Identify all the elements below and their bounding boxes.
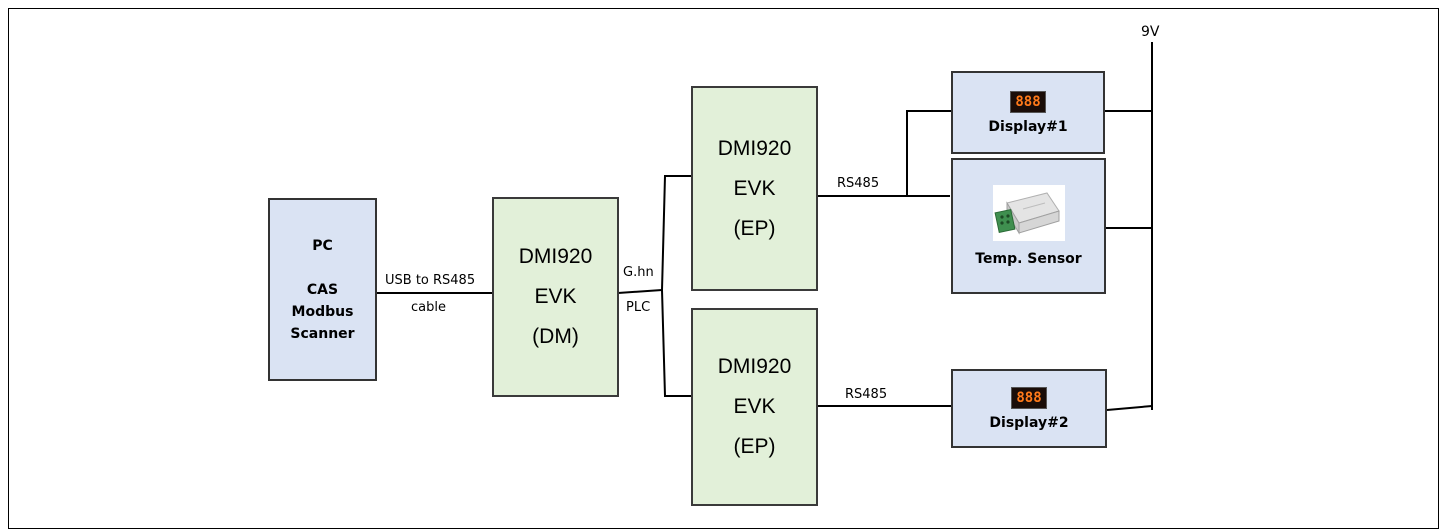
wire-plc-ep-top bbox=[661, 175, 692, 291]
pc-line-scanner: Scanner bbox=[290, 325, 355, 342]
seven-segment-display-icon: 888 bbox=[1011, 386, 1047, 409]
ep-top-role: (EP) bbox=[733, 216, 776, 240]
wire-9v-display2 bbox=[1106, 405, 1153, 411]
ep-bottom-evk-box: DMI920 EVK (EP) bbox=[691, 308, 818, 506]
plc-label-line2: PLC bbox=[626, 300, 651, 315]
display2-digits: 888 bbox=[1016, 389, 1042, 406]
rs485-bottom-label: RS485 bbox=[845, 387, 888, 402]
display2-label: Display#2 bbox=[989, 414, 1069, 431]
dm-role: (DM) bbox=[532, 325, 579, 348]
pc-line-cas: CAS bbox=[306, 281, 339, 298]
display1-label: Display#1 bbox=[988, 118, 1068, 135]
supply-label: 9V bbox=[1141, 24, 1160, 40]
pc-title: PC bbox=[312, 237, 333, 254]
temp-sensor-module-icon bbox=[992, 185, 1065, 241]
pc-line-modbus: Modbus bbox=[291, 303, 354, 320]
cable-label-line1: USB to RS485 bbox=[385, 273, 476, 288]
ep-top-evk: EVK bbox=[733, 176, 776, 200]
ep-bottom-role: (EP) bbox=[733, 435, 776, 458]
dm-evk: EVK bbox=[534, 285, 577, 308]
dm-model: DMI920 bbox=[518, 245, 593, 268]
ep-bottom-evk: EVK bbox=[733, 395, 776, 418]
display1-digits: 888 bbox=[1015, 93, 1041, 110]
temp-sensor-label: Temp. Sensor bbox=[975, 251, 1082, 267]
ep-top-model: DMI920 bbox=[717, 136, 792, 160]
display1-box: 888 Display#1 bbox=[951, 71, 1105, 154]
cable-label-line2: cable bbox=[411, 300, 446, 315]
rs485-top-label: RS485 bbox=[837, 176, 880, 191]
dm-evk-box: DMI920 EVK (DM) bbox=[492, 197, 619, 397]
display2-box: 888 Display#2 bbox=[951, 369, 1107, 448]
ep-top-evk-box: DMI920 EVK (EP) bbox=[691, 86, 818, 291]
ep-bottom-model: DMI920 bbox=[717, 355, 792, 378]
seven-segment-display-icon: 888 bbox=[1010, 90, 1046, 113]
wire-plc-ep-bottom bbox=[661, 289, 692, 397]
wire-rs485-display1 bbox=[906, 110, 952, 196]
plc-label-line1: G.hn bbox=[623, 265, 654, 280]
diagram-frame bbox=[8, 8, 1439, 529]
pc-box: PC CAS Modbus Scanner bbox=[268, 198, 377, 381]
temp-sensor-box: Temp. Sensor bbox=[951, 158, 1106, 294]
wire-dm-plc bbox=[617, 289, 663, 294]
